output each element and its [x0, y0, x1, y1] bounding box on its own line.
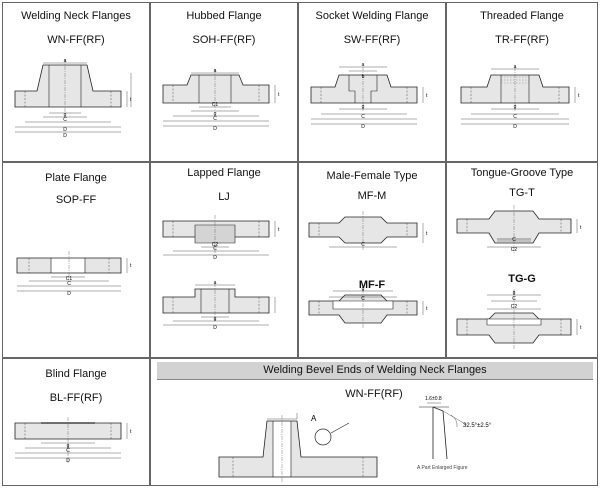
dim-g-sw: g	[362, 104, 365, 110]
cell-blind: Blind Flange BL-FF(RF) g C D t	[2, 358, 150, 486]
blind-drawing: g C D t	[14, 417, 132, 464]
dim-c: C	[63, 117, 67, 123]
dim-c2-lj: C2	[212, 242, 219, 248]
dim-d-tr: D	[513, 124, 517, 130]
title-welding-neck: Welding Neck Flanges	[21, 10, 131, 22]
dim-c-sw: C	[361, 114, 365, 120]
code-mf-m: MF-M	[357, 190, 387, 202]
dim-t-hub: t	[278, 92, 280, 98]
title-blind: Blind Flange	[45, 368, 107, 380]
dim-g-bl: g	[67, 443, 70, 449]
plate-drawing: C1 C D t	[16, 251, 132, 297]
dim-c-tgg: C	[512, 296, 516, 302]
dim-g-mff: g	[362, 286, 365, 292]
dim-t-tgg: t	[580, 325, 582, 331]
title-hubbed: Hubbed Flange	[186, 10, 262, 22]
code-threaded: TR-FF(RF)	[495, 34, 549, 46]
code-welding-neck: WN-FF(RF)	[47, 34, 105, 46]
dim-g-tgg: g	[513, 290, 516, 296]
code-blind: BL-FF(RF)	[49, 392, 103, 404]
dim-t-lj: t	[278, 227, 280, 233]
code-mf-f: MF-F	[358, 279, 386, 291]
socket-welding-drawing: a b g C D t	[310, 62, 428, 130]
bevel-drawing: A 1.6±0.8 32.5°±2.5° A Part Enlarged Fig…	[218, 396, 492, 483]
dim-t-mfm: t	[426, 231, 428, 237]
dim-t-bl: t	[130, 429, 132, 435]
bevel-dim-top: 1.6±0.8	[425, 396, 442, 402]
cell-socket-welding: Socket Welding Flange SW-FF(RF) a b g C …	[298, 2, 446, 162]
dim-d-lj: D	[213, 255, 217, 261]
dim-d2: D	[63, 133, 67, 139]
cell-threaded: Threaded Flange TR-FF(RF) a g C D t	[446, 2, 598, 162]
title-socket-welding: Socket Welding Flange	[315, 10, 429, 22]
dim-t-tgt: t	[580, 225, 582, 231]
dim-t-mff: t	[426, 306, 428, 312]
code-lapped: LJ	[218, 191, 230, 203]
cell-lapped: Lapped Flange LJ C2 C D t a g D	[150, 162, 298, 358]
dim-c-tg: C	[512, 237, 516, 243]
threaded-drawing: a g C D t	[460, 64, 580, 130]
dim-d-hub: D	[213, 126, 217, 132]
dim-g-tr: g	[514, 104, 517, 110]
title-male-female: Male-Female Type	[326, 170, 418, 182]
hubbed-drawing: a C1 g C D t	[162, 68, 280, 132]
cell-welding-neck: Welding Neck Flanges WN-FF(RF) a g C D D…	[2, 2, 150, 162]
dim-g: g	[64, 112, 67, 118]
dim-c-lj: C	[213, 246, 217, 252]
dim-t: t	[130, 97, 132, 103]
dim-c1-pl: C1	[66, 276, 73, 282]
lapped-drawing: C2 C D t a g D	[162, 215, 280, 331]
dim-d: D	[63, 127, 67, 133]
dim-d2-lj: D	[213, 325, 217, 331]
welding-neck-drawing: a g C D D t	[14, 58, 132, 139]
code-tg-g: TG-G	[508, 273, 536, 285]
dim-b-sw: b	[362, 74, 365, 80]
dim-g-hub: g	[214, 111, 217, 117]
bevel-caption: A Part Enlarged Figure	[417, 465, 468, 471]
dim-c-pl: C	[67, 281, 71, 287]
title-lapped: Lapped Flange	[187, 167, 261, 179]
dim-d-bl: D	[66, 458, 70, 464]
cell-male-female: Male-Female Type MF-M MF-F C t g C t	[298, 162, 446, 358]
dim-t-tr: t	[578, 93, 580, 99]
code-hubbed: SOH-FF(RF)	[192, 34, 256, 46]
dim-c1-hub: C1	[212, 102, 219, 108]
code-bevel: WN-FF(RF)	[345, 388, 403, 400]
bevel-band-title: Welding Bevel Ends of Welding Neck Flang…	[157, 362, 593, 380]
cell-hubbed: Hubbed Flange SOH-FF(RF) a C1 g C D t	[150, 2, 298, 162]
marker-a: A	[311, 414, 317, 423]
dim-a: a	[64, 58, 67, 64]
cell-plate: Plate Flange SOP-FF C1 C D t	[2, 162, 150, 358]
dim-c-hub: C	[213, 116, 217, 122]
dim-d-pl: D	[67, 291, 71, 297]
dim-a-sw: a	[362, 62, 365, 68]
tongue-groove-drawing: C C2 t g C C2 t	[456, 205, 582, 349]
dim-a-hub: a	[214, 68, 217, 74]
dim-c3-mf: C	[361, 242, 365, 248]
dim-c2-tg: C2	[511, 247, 518, 253]
dim-a-tr: a	[514, 64, 517, 70]
dim-c-bl: C	[66, 448, 70, 454]
code-plate: SOP-FF	[55, 194, 97, 206]
title-tongue-groove: Tongue-Groove Type	[470, 167, 574, 179]
dim-c-tr: C	[513, 114, 517, 120]
dim-t-sw: t	[426, 93, 428, 99]
dim-a-lj: a	[214, 280, 217, 286]
cell-tongue-groove: Tongue-Groove Type TG-T TG-G C C2 t g C …	[446, 162, 598, 358]
dim-t-pl: t	[130, 263, 132, 269]
dim-c2-tgg: C2	[511, 304, 518, 310]
title-threaded: Threaded Flange	[480, 10, 564, 22]
dim-g-lj: g	[214, 316, 217, 322]
cell-bevel: Welding Bevel Ends of Welding Neck Flang…	[150, 358, 598, 486]
title-plate: Plate Flange	[45, 172, 107, 184]
dim-c-mff: C	[361, 296, 365, 302]
code-tg-t: TG-T	[509, 187, 535, 199]
bevel-angle: 32.5°±2.5°	[463, 423, 492, 429]
dim-d-sw: D	[361, 124, 365, 130]
male-female-drawing: C t g C t	[308, 211, 428, 329]
code-socket-welding: SW-FF(RF)	[343, 34, 401, 46]
